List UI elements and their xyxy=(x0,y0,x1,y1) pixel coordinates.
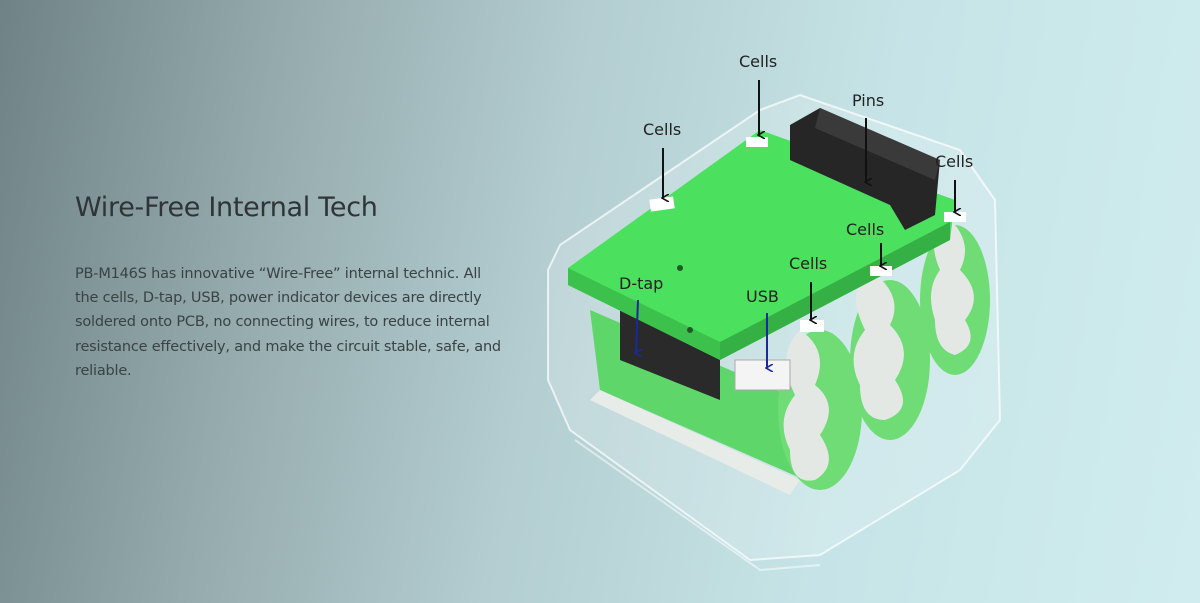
callout-cells-front: Cells xyxy=(789,254,827,320)
callout-dtap: D-tap xyxy=(619,274,663,353)
callout-pins: Pins xyxy=(852,91,884,182)
callout-cells-top: Cells xyxy=(739,52,777,135)
section-title: Wire-Free Internal Tech xyxy=(75,192,378,223)
dtap-port xyxy=(620,300,720,400)
callout-cells-right: Cells xyxy=(935,152,973,212)
callout-usb: USB xyxy=(746,287,779,368)
svg-text:Cells: Cells xyxy=(935,152,973,171)
callout-cells-left: Cells xyxy=(643,120,681,198)
section-description: PB-M146S has innovative “Wire-Free” inte… xyxy=(75,266,501,379)
svg-text:Cells: Cells xyxy=(643,120,681,139)
callout-cells-mid: Cells xyxy=(846,220,884,266)
svg-text:D-tap: D-tap xyxy=(619,274,663,293)
svg-text:Cells: Cells xyxy=(846,220,884,239)
svg-text:Cells: Cells xyxy=(739,52,777,71)
usb-port xyxy=(734,359,791,391)
svg-text:Cells: Cells xyxy=(789,254,827,273)
svg-text:USB: USB xyxy=(746,287,779,306)
svg-text:Pins: Pins xyxy=(852,91,884,110)
